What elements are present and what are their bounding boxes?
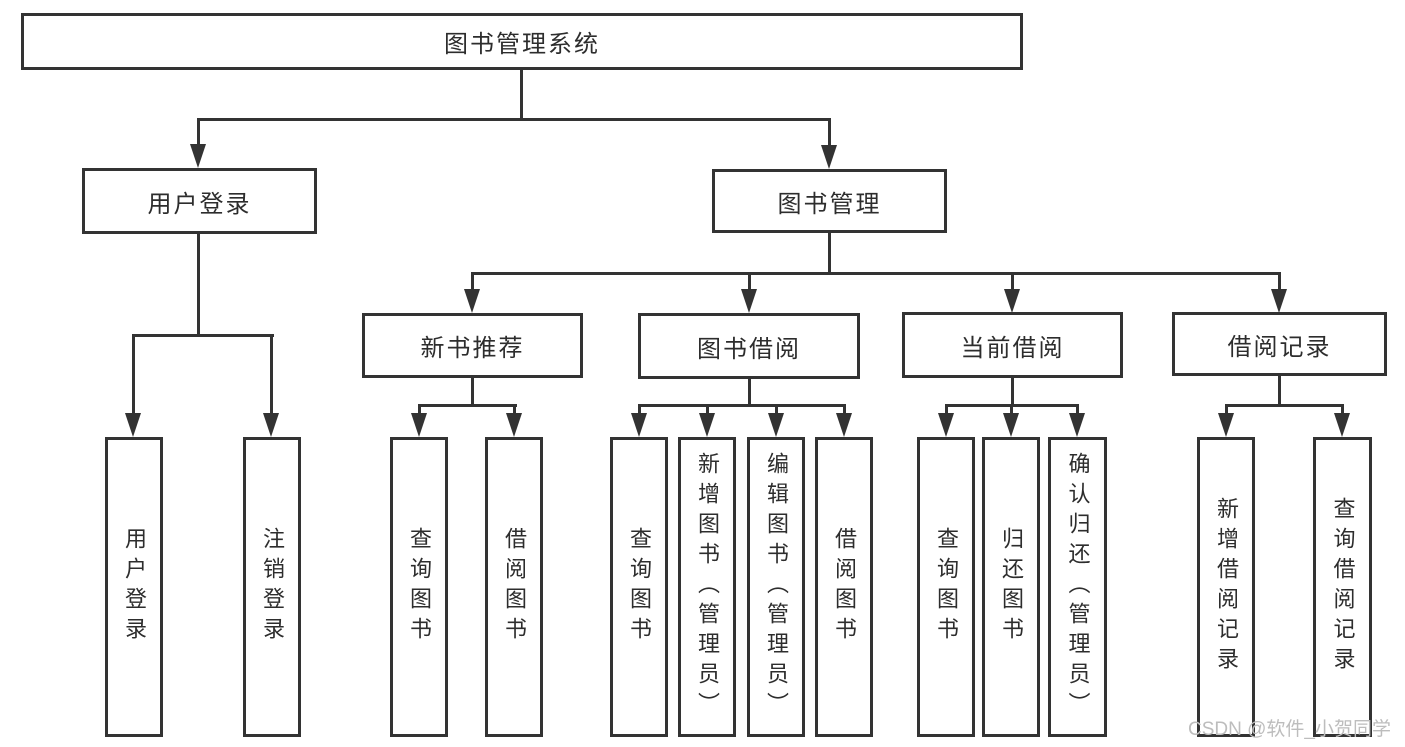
connector-borrowing-vline (748, 379, 751, 406)
connector-to-new-rec-shaft (471, 272, 474, 290)
connector-to-leaf-logout-shaft (270, 334, 273, 414)
node-user-login: 用户登录 (82, 168, 317, 234)
csdn-watermark: CSDN @软件_小贺同学 (1188, 719, 1391, 740)
leaf-logout-login: 注销登录 (243, 437, 301, 737)
connector-records-vline (1278, 376, 1281, 406)
arrowhead-new-rec-leaf1 (411, 413, 427, 437)
connector-current-leaf2-shaft (1010, 404, 1013, 415)
connector-current-leaf1-shaft (945, 404, 948, 415)
connector-to-leaf-user-login-shaft (132, 334, 135, 414)
node-current-borrowing: 当前借阅 (902, 312, 1123, 378)
leaf-query-borrow-record: 查询借阅记录 (1313, 437, 1372, 737)
leaf-user-login: 用户登录 (105, 437, 163, 737)
arrowhead-borrowing-leaf3 (768, 413, 784, 437)
connector-borrowing-leaf2-shaft (706, 404, 709, 415)
leaf-query-books-recommend: 查询图书 (390, 437, 448, 737)
arrowhead-to-borrowing (741, 289, 757, 313)
leaf-borrow-books-borrowing: 借阅图书 (815, 437, 873, 737)
connector-root-hline (197, 118, 831, 121)
connector-borrowing-leaf3-shaft (775, 404, 778, 415)
node-book-management: 图书管理 (712, 169, 947, 233)
connector-records-leaf2-shaft (1341, 404, 1344, 415)
arrowhead-records-leaf1 (1218, 413, 1234, 437)
arrowhead-to-book-mgmt (821, 145, 837, 169)
connector-root-to-book-mgmt-shaft (828, 118, 831, 145)
leaf-confirm-return-admin: 确认归还（管理员） (1048, 437, 1107, 737)
arrowhead-to-leaf-user-login (125, 413, 141, 437)
connector-to-borrowing-shaft (748, 272, 751, 290)
node-new-book-recommend: 新书推荐 (362, 313, 583, 378)
node-book-borrowing: 图书借阅 (638, 313, 860, 379)
arrowhead-borrowing-leaf1 (631, 413, 647, 437)
connector-records-hline (1225, 404, 1344, 407)
arrowhead-records-leaf2 (1334, 413, 1350, 437)
connector-new-rec-leaf2-shaft (513, 404, 516, 415)
leaf-return-books: 归还图书 (982, 437, 1040, 737)
arrowhead-to-new-rec (464, 289, 480, 313)
connector-new-rec-vline (471, 378, 474, 406)
connector-user-login-hline (132, 334, 274, 337)
connector-user-login-vline (197, 234, 200, 336)
leaf-add-borrow-record: 新增借阅记录 (1197, 437, 1255, 737)
leaf-add-books-admin: 新增图书（管理员） (678, 437, 736, 737)
connector-book-mgmt-vline (828, 233, 831, 274)
leaf-edit-books-admin: 编辑图书（管理员） (747, 437, 805, 737)
arrowhead-current-leaf2 (1003, 413, 1019, 437)
connector-to-current-shaft (1011, 272, 1014, 290)
connector-new-rec-leaf1-shaft (418, 404, 421, 415)
arrowhead-to-records (1271, 289, 1287, 313)
node-library-management-system: 图书管理系统 (21, 13, 1023, 70)
leaf-borrow-books-recommend: 借阅图书 (485, 437, 543, 737)
connector-current-leaf3-shaft (1076, 404, 1079, 415)
arrowhead-current-leaf3 (1069, 413, 1085, 437)
arrowhead-current-leaf1 (938, 413, 954, 437)
arrowhead-to-user-login (190, 144, 206, 168)
arrowhead-new-rec-leaf2 (506, 413, 522, 437)
connector-records-leaf1-shaft (1225, 404, 1228, 415)
connector-borrowing-hline (638, 404, 846, 407)
node-borrowing-records: 借阅记录 (1172, 312, 1387, 376)
connector-to-records-shaft (1278, 272, 1281, 290)
arrowhead-borrowing-leaf4 (836, 413, 852, 437)
connector-root-to-user-login-shaft (197, 118, 200, 145)
arrowhead-borrowing-leaf2 (699, 413, 715, 437)
connector-borrowing-leaf4-shaft (843, 404, 846, 415)
connector-current-vline (1011, 378, 1014, 406)
arrowhead-to-leaf-logout (263, 413, 279, 437)
connector-new-rec-hline (418, 404, 517, 407)
leaf-query-books-borrowing: 查询图书 (610, 437, 668, 737)
connector-borrowing-leaf1-shaft (638, 404, 641, 415)
arrowhead-to-current (1004, 289, 1020, 313)
connector-book-mgmt-hline (471, 272, 1281, 275)
leaf-query-books-current: 查询图书 (917, 437, 975, 737)
connector-root-vline (520, 70, 523, 120)
